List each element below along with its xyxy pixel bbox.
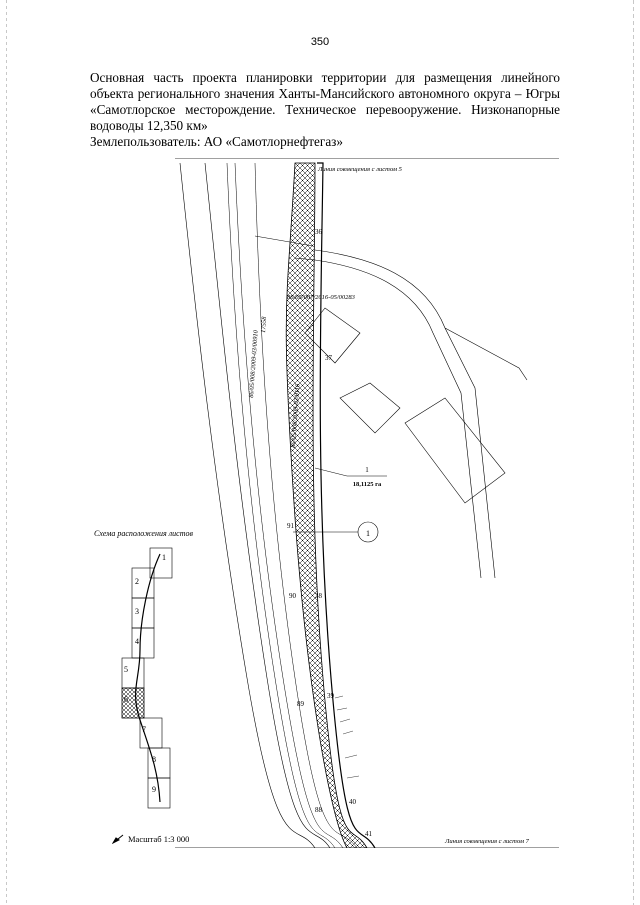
point-37: 37: [325, 354, 333, 362]
point-91: 91: [287, 522, 295, 530]
point-39: 39: [327, 692, 335, 700]
site-polygon-3: [404, 397, 506, 504]
join-line-bottom-label: Линия совмещения с листом 7: [445, 838, 529, 845]
document-header: Основная часть проекта планировки террит…: [90, 70, 560, 150]
sheet-label-7: 7: [142, 725, 146, 734]
access-road-inner: [314, 259, 482, 579]
map-drawing: 1 36 37 38 39 40 41 88 89 90 91 86/05/00…: [175, 158, 559, 848]
road-line-1: [179, 162, 316, 848]
title-line-3: «Самотлорское месторождение. Техническое…: [90, 102, 560, 117]
point-36: 36: [315, 228, 323, 236]
road-line-3: [226, 162, 336, 848]
pipeline-route-scheme: [134, 553, 161, 803]
point-90: 90: [289, 592, 297, 600]
sheet-label-4: 4: [135, 637, 139, 646]
cadastral-label-4: 17558: [260, 316, 268, 333]
point-88: 88: [315, 806, 323, 814]
area-number: 1: [365, 466, 369, 474]
sheet-label-8: 8: [152, 755, 156, 764]
north-arrow-icon: [112, 834, 124, 844]
pipeline-corridor: [285, 162, 368, 848]
site-polygon-1: [304, 307, 361, 364]
sheet-label-6: 6: [124, 695, 128, 704]
scale-block: Масштаб 1:3 000: [112, 834, 189, 844]
scan-border-left: [6, 0, 7, 905]
point-41: 41: [365, 830, 373, 838]
sheet-label-2: 2: [135, 577, 139, 586]
title-line-4: водоводы 12,350 км»: [90, 118, 208, 133]
land-user: Землепользователь: АО «Самотлорнефтегаз»: [90, 134, 343, 149]
area-leader: [314, 467, 348, 477]
cadastral-label-2: 86/05/008/2009-03/00910: [248, 329, 260, 398]
corridor-boundary: [317, 162, 376, 848]
sheet-label-1: 1: [162, 553, 166, 562]
access-road-outer: [314, 249, 496, 579]
scale-label: Масштаб 1:3 000: [128, 834, 190, 844]
branch-road: [444, 327, 528, 381]
join-line-top-label: Линия совмещения с листом 5: [318, 166, 402, 173]
title-line-2: объекта регионального значения Ханты-Ман…: [90, 86, 560, 101]
sheet-label-5: 5: [124, 665, 128, 674]
scan-border-right: [633, 0, 634, 905]
road-line-5: [254, 162, 358, 848]
sheet-label-9: 9: [152, 785, 156, 794]
sheet-1: [149, 547, 173, 579]
road-line-4: [234, 162, 344, 848]
callout-number: 1: [366, 529, 370, 538]
point-89: 89: [297, 700, 305, 708]
site-polygon-2: [339, 382, 401, 434]
callout-circle: [357, 521, 379, 543]
sheet-9: [147, 777, 171, 809]
crossing-line-1: [294, 257, 316, 261]
cadastral-label-1: 86/05/007/2016-05/00283: [287, 294, 356, 301]
title-line-1: Основная часть проекта планировки террит…: [90, 70, 560, 85]
cadastral-label-3: 86/05/008/2009-03/0116: [290, 383, 302, 448]
point-38: 38: [315, 592, 323, 600]
page-number: 350: [310, 36, 330, 48]
area-value: 18,1125 га: [353, 481, 382, 488]
sheet-layout-scheme: 1 2 3 4 5 6 7 8 9: [121, 547, 173, 809]
terrain-ticks: [334, 695, 360, 779]
sheet-scheme-title: Схема расположения листов: [94, 529, 193, 538]
crossing-line-2: [254, 235, 314, 247]
point-40: 40: [349, 798, 357, 806]
sheet-label-3: 3: [135, 607, 139, 616]
sheet-6-current: [121, 687, 145, 719]
planning-map: 1 36 37 38 39 40 41 88 89 90 91 86/05/00…: [175, 158, 559, 848]
road-line-2: [204, 162, 331, 848]
